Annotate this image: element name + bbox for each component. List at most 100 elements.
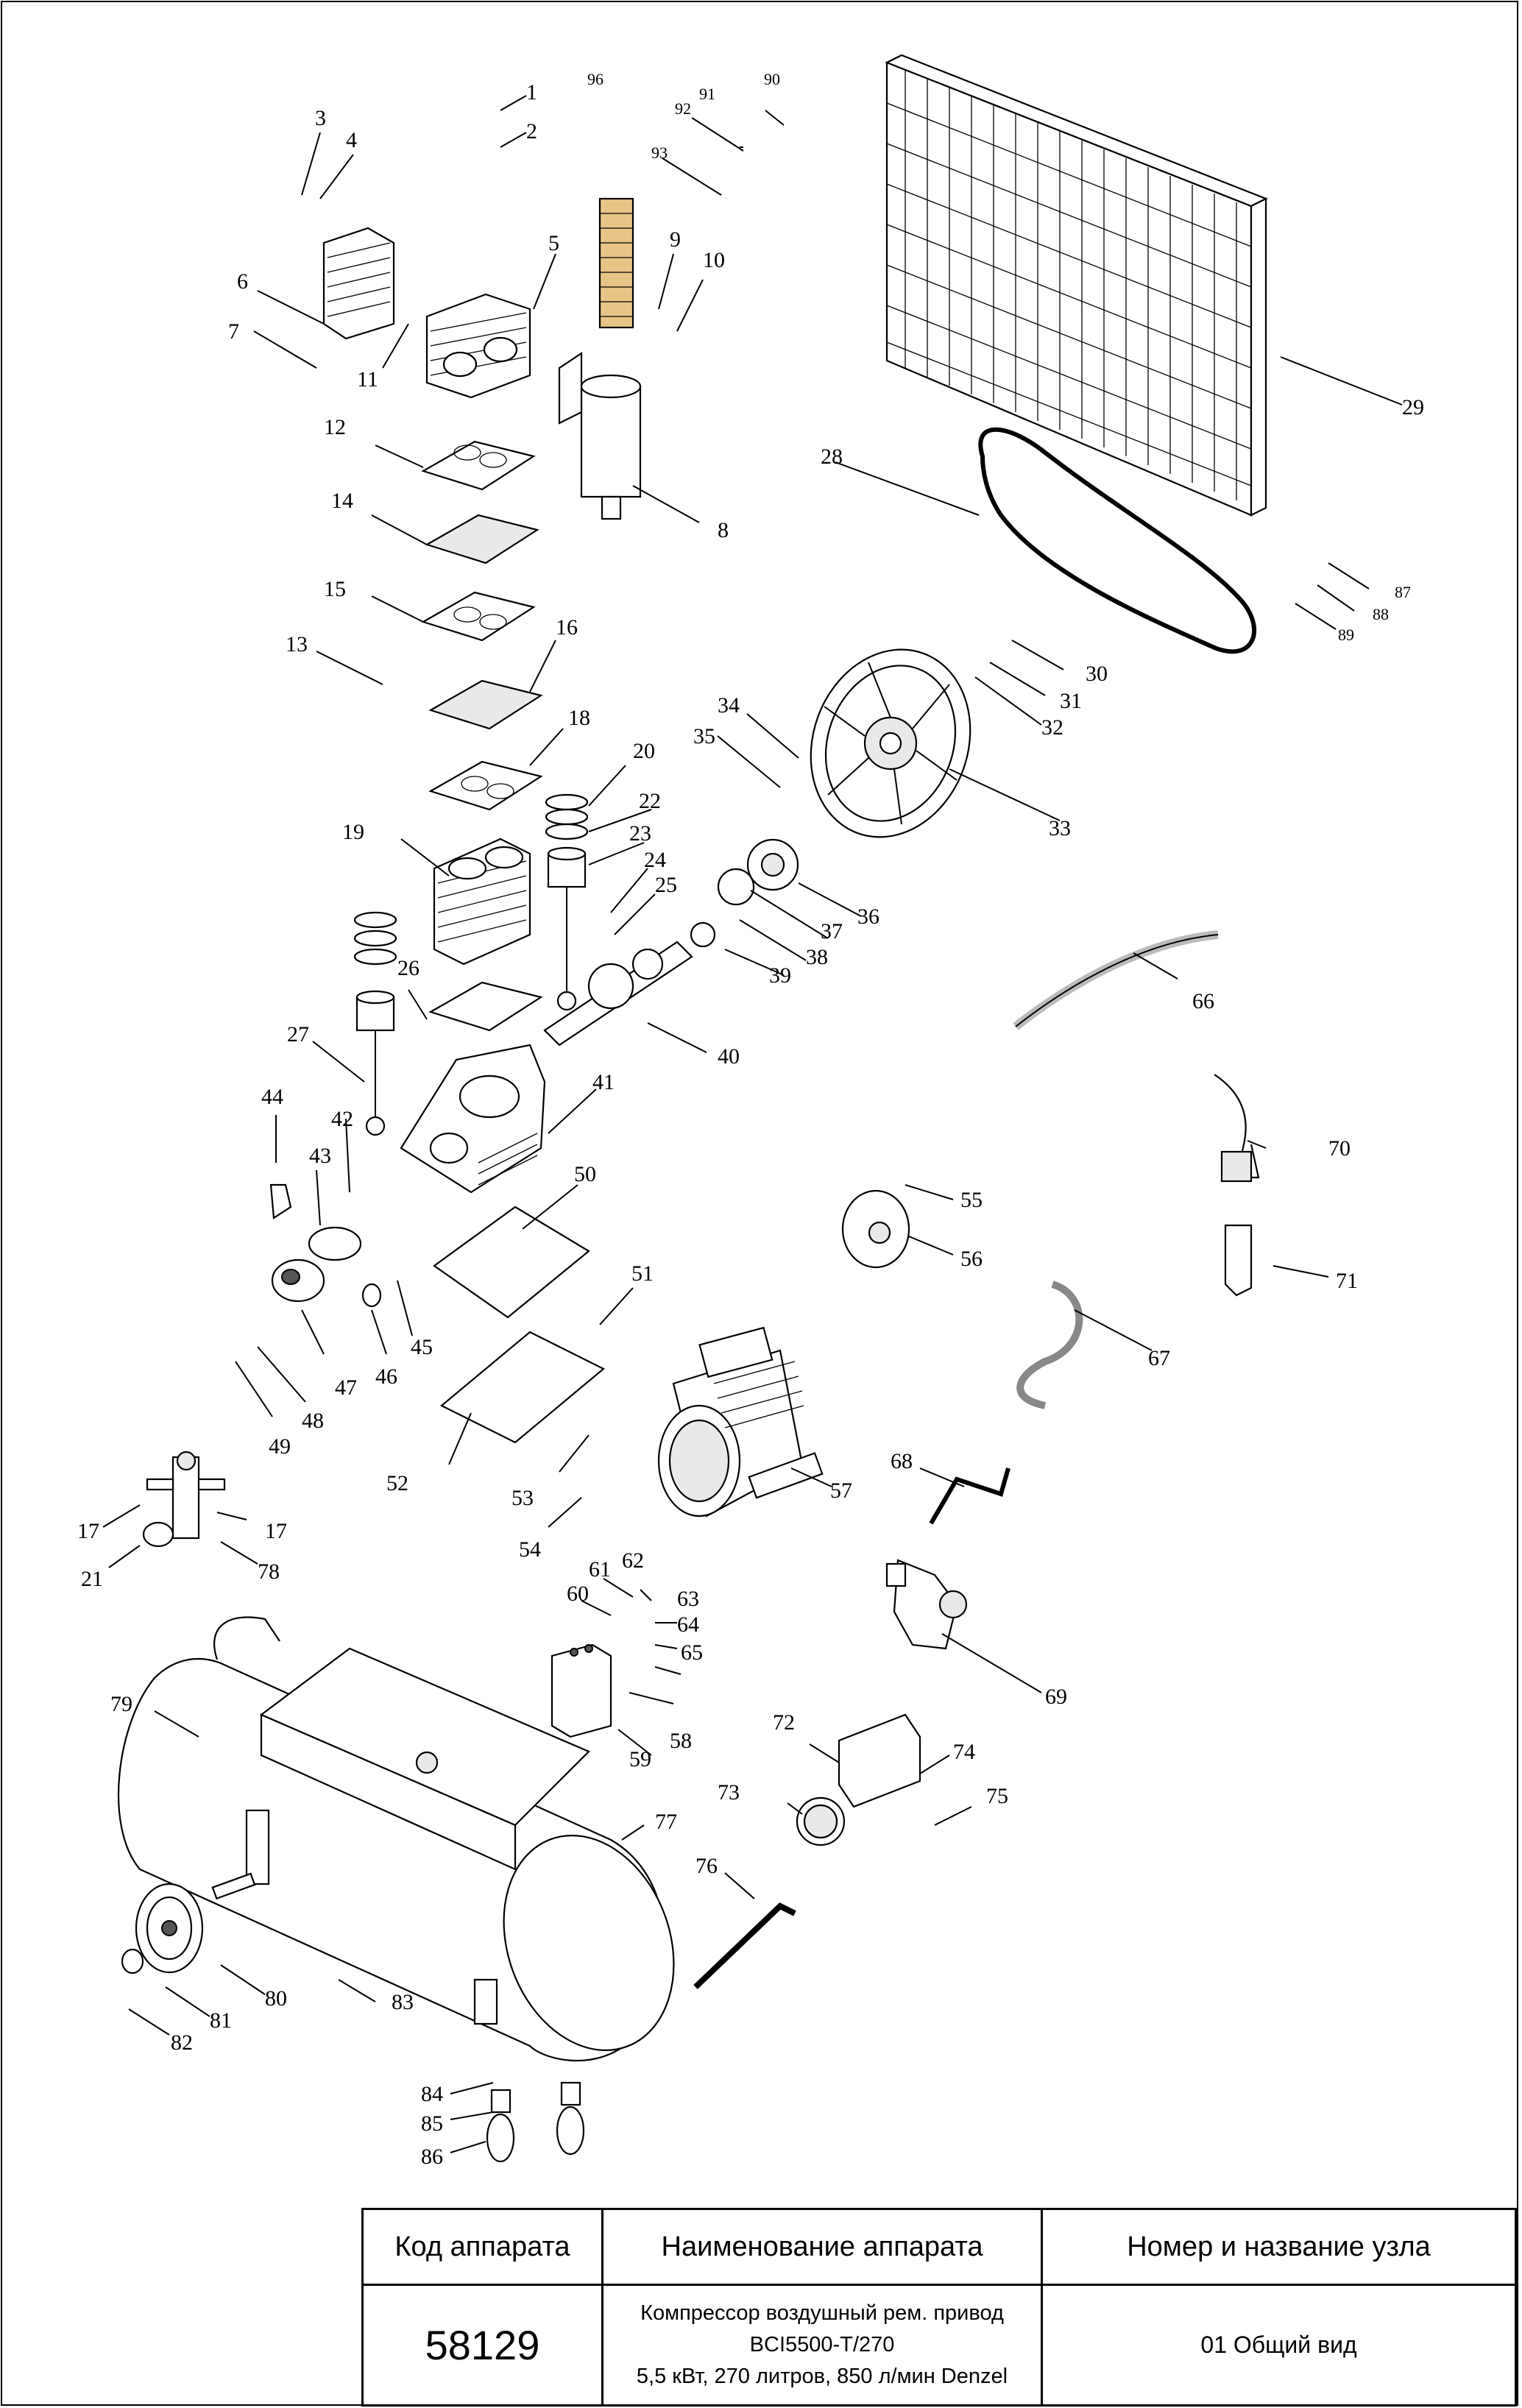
coil-tube: [1016, 1281, 1083, 1409]
callout-58: 58: [670, 1729, 692, 1753]
callout-38: 38: [806, 945, 828, 969]
callout-22: 22: [639, 789, 661, 813]
callout-63: 63: [677, 1587, 699, 1611]
callout-59: 59: [629, 1747, 651, 1771]
callout-16: 16: [556, 615, 578, 640]
callout-3: 3: [315, 106, 326, 130]
callout-28: 28: [821, 445, 843, 469]
callout-85: 85: [421, 2111, 443, 2136]
cylinder-block: [433, 838, 531, 966]
callout-17b: 17: [265, 1519, 287, 1543]
apparatus-code: 58129: [361, 2284, 604, 2407]
callout-19: 19: [342, 820, 364, 844]
control-box: [551, 1643, 612, 1738]
callout-93: 93: [651, 144, 668, 162]
callout-64: 64: [677, 1612, 699, 1637]
callout-48: 48: [302, 1409, 324, 1433]
callout-42: 42: [331, 1107, 353, 1131]
callout-89: 89: [1338, 626, 1354, 644]
callout-7: 7: [228, 319, 239, 344]
callout-36: 36: [857, 904, 879, 929]
parts-drawing: [117, 54, 1268, 2163]
callout-49: 49: [269, 1434, 291, 1459]
callout-5: 5: [548, 231, 559, 255]
callout-84: 84: [421, 2082, 443, 2106]
title-block: Код аппарата Наименование аппарата Номер…: [361, 2208, 1517, 2407]
callout-61: 61: [589, 1557, 611, 1582]
callout-43: 43: [309, 1144, 331, 1168]
drain-valve: [1224, 1224, 1253, 1297]
callout-1: 1: [526, 80, 537, 105]
callout-57: 57: [830, 1479, 852, 1503]
callout-14: 14: [331, 489, 353, 513]
callout-53: 53: [512, 1486, 534, 1510]
callout-30: 30: [1086, 662, 1108, 686]
callout-47: 47: [335, 1375, 357, 1400]
header-code: Код аппарата: [361, 2208, 604, 2286]
callout-6: 6: [237, 269, 248, 294]
drain-tube: [929, 1467, 1010, 1525]
pressure-switch: [796, 1713, 921, 1846]
flywheel: [810, 648, 971, 838]
callout-32: 32: [1041, 715, 1063, 740]
bottom-plate: [440, 1331, 605, 1444]
crankcase: [400, 1044, 546, 1194]
callout-96: 96: [587, 70, 604, 88]
v-belt: [978, 427, 1257, 654]
crankshaft: [543, 838, 799, 1047]
callout-17a: 17: [77, 1519, 99, 1543]
callout-24: 24: [644, 848, 666, 872]
callout-69: 69: [1045, 1685, 1067, 1709]
callout-68: 68: [891, 1449, 913, 1473]
apparatus-name-line2: BCI5500-T/270: [749, 2333, 895, 2356]
callout-72: 72: [773, 1710, 795, 1735]
callout-70: 70: [1328, 1136, 1351, 1161]
callout-39: 39: [769, 963, 791, 988]
leader-lines: [102, 95, 1403, 2153]
callout-12: 12: [324, 415, 346, 439]
callout-62: 62: [622, 1548, 644, 1573]
callout-50: 50: [574, 1162, 596, 1186]
callout-15: 15: [324, 577, 346, 601]
valve-plates: [421, 440, 543, 811]
callout-46: 46: [375, 1364, 397, 1389]
header-node: Номер и название узла: [1041, 2208, 1517, 2286]
callout-27: 27: [287, 1022, 309, 1047]
callout-55: 55: [960, 1188, 983, 1212]
callout-33: 33: [1049, 816, 1071, 840]
callout-60: 60: [567, 1582, 589, 1606]
apparatus-name-line1: Компрессор воздушный рем. привод: [640, 2301, 1004, 2325]
callout-40: 40: [718, 1044, 740, 1069]
callout-21: 21: [81, 1567, 103, 1591]
check-valve: [885, 1559, 968, 1650]
bearing-cover: [269, 1183, 382, 1308]
callout-35: 35: [693, 724, 715, 748]
header-name: Наименование аппарата: [601, 2208, 1043, 2286]
callout-18: 18: [568, 706, 590, 730]
callout-78: 78: [258, 1559, 280, 1584]
callout-23: 23: [629, 821, 651, 846]
callout-77: 77: [655, 1810, 677, 1834]
callout-82: 82: [171, 2030, 193, 2055]
apparatus-name-line3: 5,5 кВт, 270 литров, 850 л/мин Denzel: [636, 2365, 1008, 2388]
callout-20: 20: [633, 739, 655, 763]
callout-91: 91: [699, 85, 715, 103]
callout-11: 11: [357, 367, 378, 392]
callout-83: 83: [392, 1990, 414, 2014]
callout-73: 73: [718, 1780, 740, 1805]
callout-80: 80: [265, 1986, 287, 2011]
air-filter: [558, 197, 642, 520]
callout-44: 44: [261, 1085, 283, 1109]
callout-51: 51: [631, 1261, 654, 1286]
callout-74: 74: [953, 1740, 975, 1764]
callout-65: 65: [681, 1640, 703, 1665]
callout-labels: 1 2 3 4 5 6 7 8 9 10 11 12 14 15 13 16 1…: [77, 70, 1424, 2169]
node-name: 01 Общий вид: [1041, 2284, 1517, 2407]
callout-79: 79: [110, 1692, 132, 1716]
callout-67: 67: [1148, 1346, 1170, 1370]
callout-75: 75: [986, 1784, 1008, 1808]
pistons: [353, 793, 589, 1136]
callout-13: 13: [286, 632, 308, 656]
callout-8: 8: [718, 518, 729, 542]
callout-4: 4: [346, 128, 357, 152]
